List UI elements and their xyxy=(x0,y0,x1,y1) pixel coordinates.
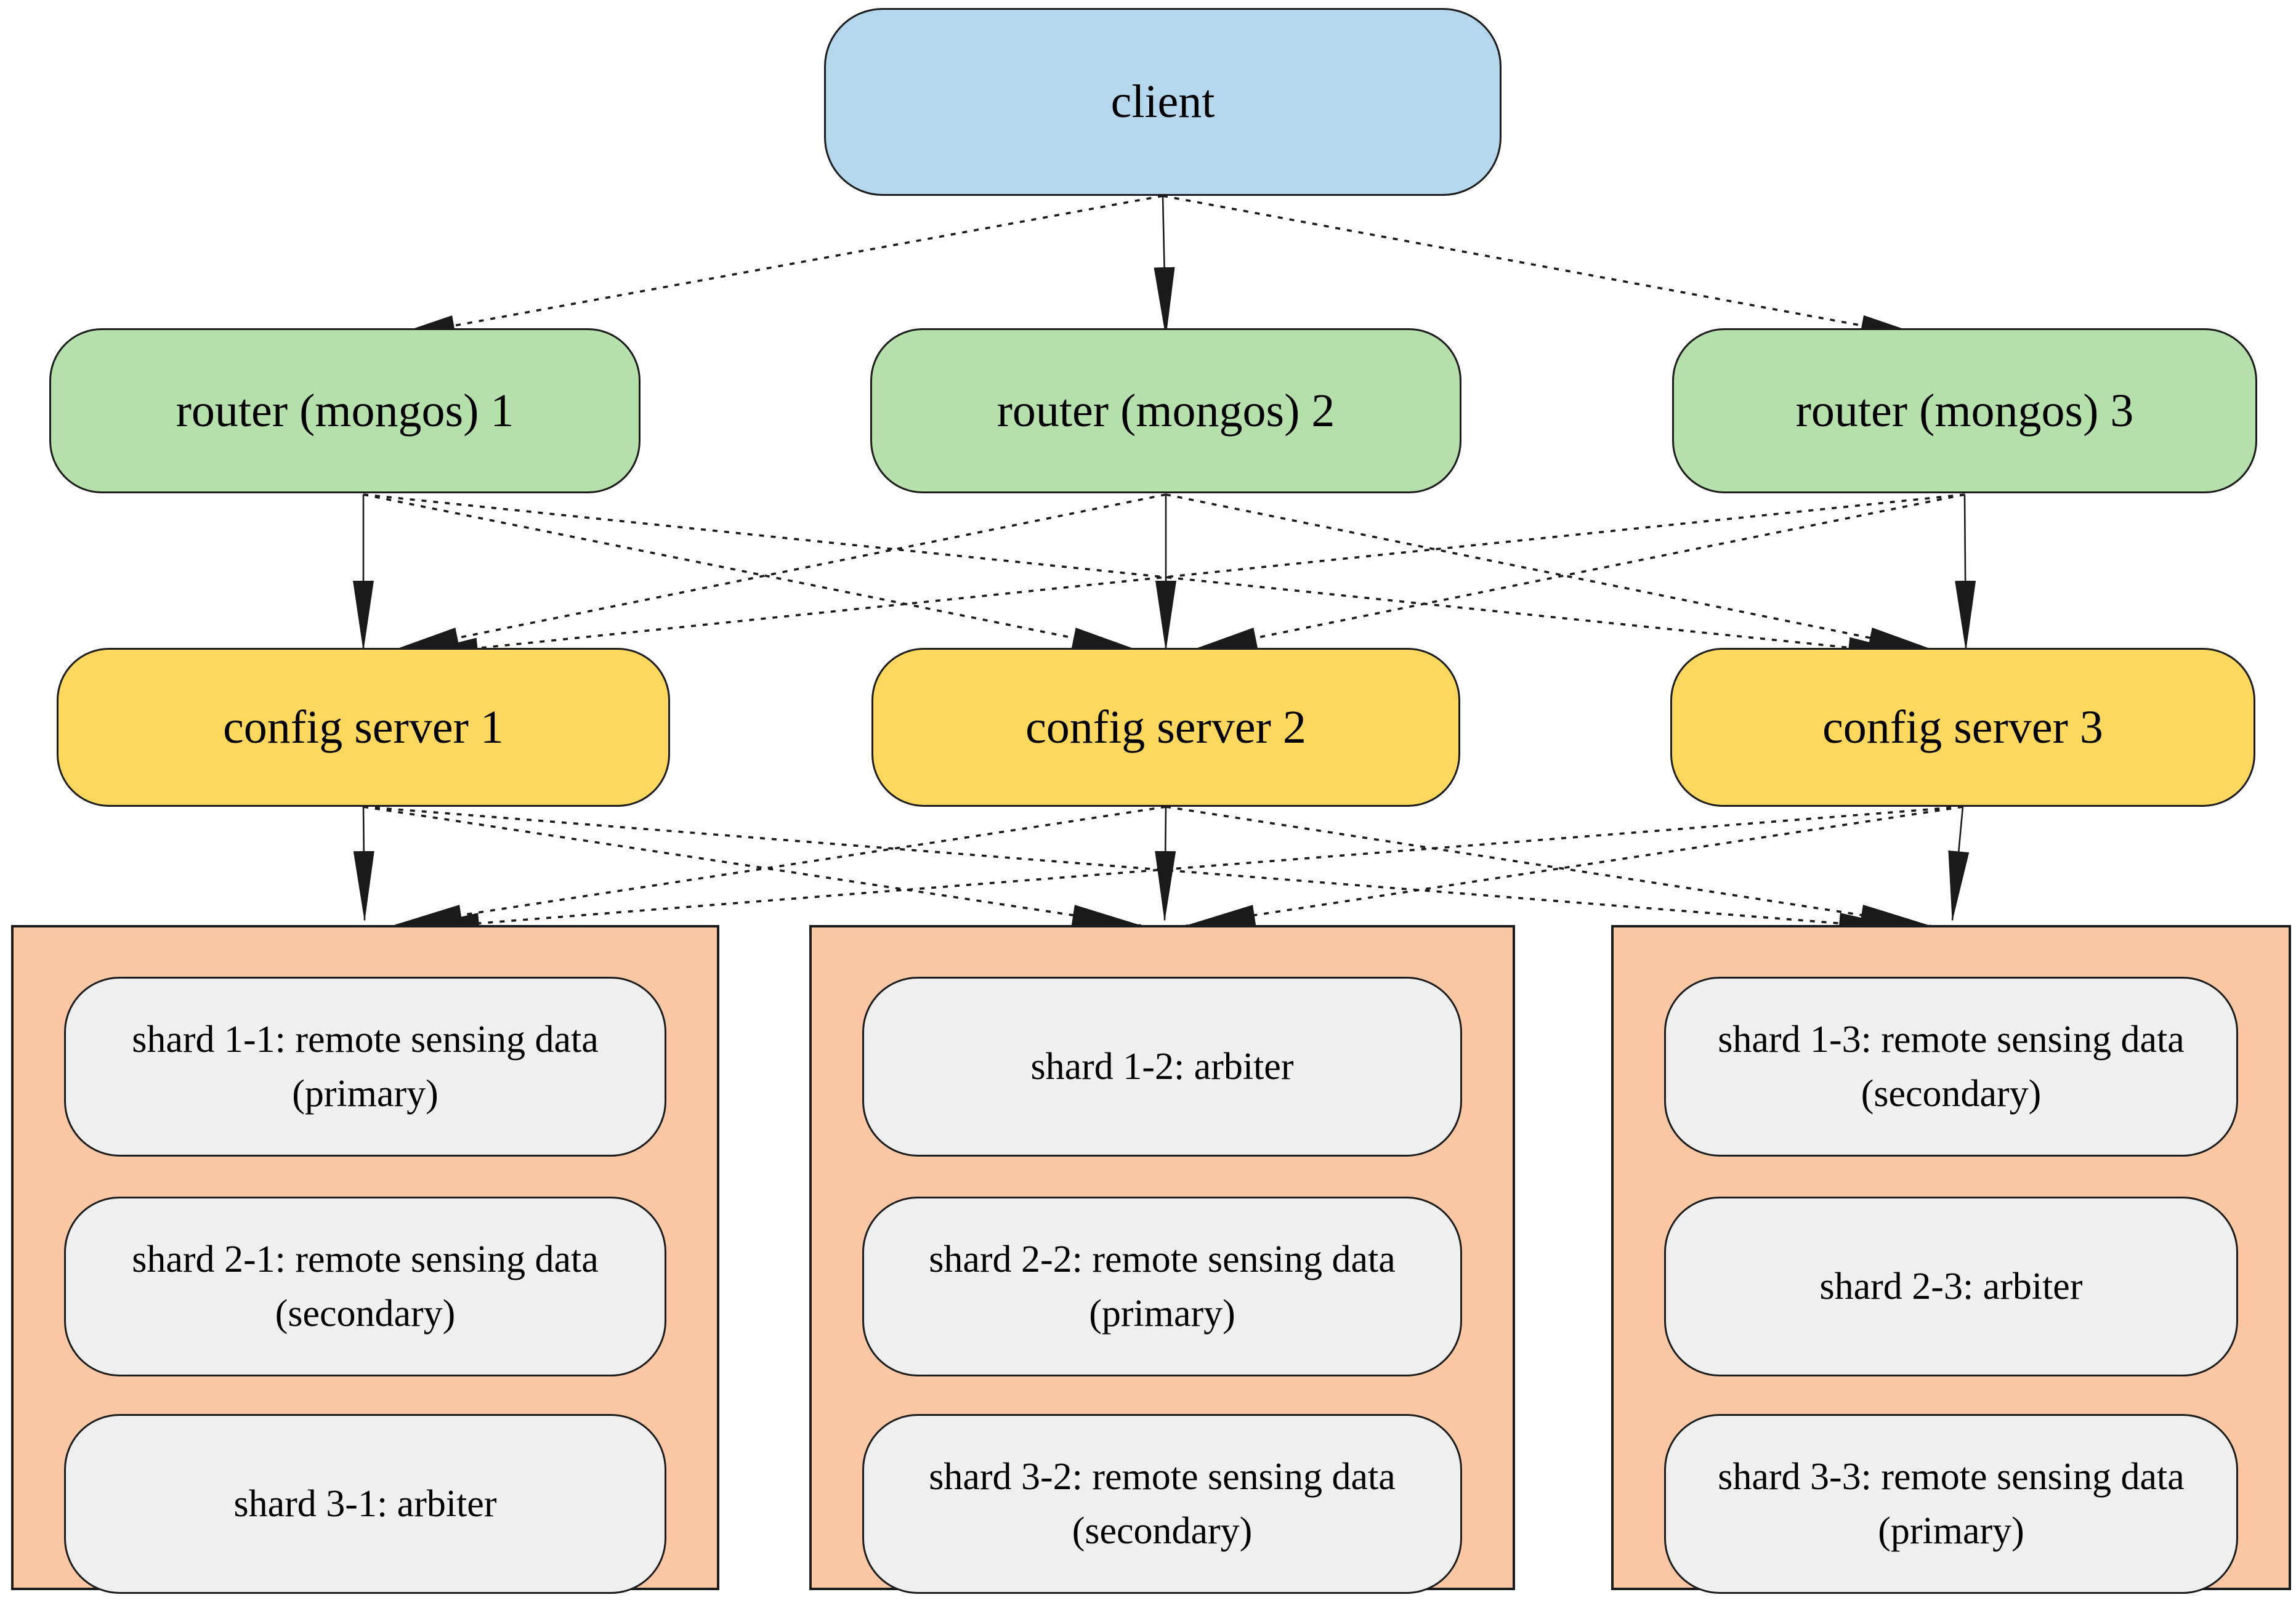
arrow-router-3-to-config-1 xyxy=(407,493,1965,659)
arrow-config-1-to-shards-2 xyxy=(363,806,1143,927)
arrow-router-1-to-config-3 xyxy=(363,493,1919,658)
shard-2-2-label: shard 2-2: remote sensing data (primary) xyxy=(929,1238,1396,1335)
shard-3-3-label: shard 3-3: remote sensing data (primary) xyxy=(1718,1455,2185,1552)
config-server-node-3: config server 3 xyxy=(1670,648,2255,807)
shard-node-2-1: shard 2-1: remote sensing data (secondar… xyxy=(64,1197,666,1376)
arrow-router-3-to-config-2 xyxy=(1186,493,1965,653)
config-server-1-label: config server 1 xyxy=(223,701,504,753)
arrow-client-to-router-2 xyxy=(1154,195,1175,338)
arrow-router-2-to-config-1 xyxy=(388,493,1166,653)
shard-1-1-label: shard 1-1: remote sensing data (primary) xyxy=(132,1018,599,1115)
arrow-router-2-to-config-3 xyxy=(1165,493,1939,653)
arrow-config-3-to-shards-3 xyxy=(1948,806,1970,922)
shard-2-3-label: shard 2-3: arbiter xyxy=(1819,1265,2083,1307)
shard-3-1-label: shard 3-1: arbiter xyxy=(233,1482,497,1525)
config-server-3-label: config server 3 xyxy=(1822,701,2103,753)
arrow-router-3-to-config-3 xyxy=(1955,494,1976,652)
shard-node-2-3: shard 2-3: arbiter xyxy=(1664,1197,2238,1376)
arrow-config-1-to-shards-1 xyxy=(353,806,374,922)
router-node-1: router (mongos) 1 xyxy=(49,328,641,493)
config-server-node-2: config server 2 xyxy=(871,648,1460,807)
arrow-client-to-router-3 xyxy=(1162,195,1931,339)
config-server-2-label: config server 2 xyxy=(1025,701,1306,753)
shard-node-1-3: shard 1-3: remote sensing data (secondar… xyxy=(1664,977,2238,1157)
shard-group-2: shard 1-2: arbiter shard 2-2: remote sen… xyxy=(809,925,1515,1594)
arrow-config-2-to-shards-1 xyxy=(391,806,1166,927)
shard-3-2-label: shard 3-2: remote sensing data (secondar… xyxy=(929,1455,1396,1552)
shard-group-1: shard 1-1: remote sensing data (primary)… xyxy=(11,925,719,1594)
shard-1-2-label: shard 1-2: arbiter xyxy=(1030,1045,1294,1088)
arrow-config-2-to-shards-3 xyxy=(1165,806,1931,927)
arrow-config-3-to-shards-1 xyxy=(408,806,1963,934)
shard-group-3: shard 1-3: remote sensing data (secondar… xyxy=(1611,925,2291,1594)
arrow-client-to-router-1 xyxy=(384,195,1163,339)
client-node: client xyxy=(824,8,1502,196)
router-2-label: router (mongos) 2 xyxy=(996,384,1335,437)
router-node-2: router (mongos) 2 xyxy=(870,328,1461,493)
shard-node-3-2: shard 3-2: remote sensing data (secondar… xyxy=(862,1414,1462,1594)
shard-node-1-2: shard 1-2: arbiter xyxy=(862,977,1462,1157)
router-1-label: router (mongos) 1 xyxy=(176,384,514,437)
router-3-label: router (mongos) 3 xyxy=(1795,384,2134,437)
shard-2-1-label: shard 2-1: remote sensing data (secondar… xyxy=(132,1238,599,1335)
arrow-config-2-to-shards-2 xyxy=(1155,806,1176,922)
shard-node-3-1: shard 3-1: arbiter xyxy=(64,1414,666,1594)
config-server-node-1: config server 1 xyxy=(57,648,670,807)
arrow-config-1-to-shards-3 xyxy=(363,806,1910,934)
shard-node-1-1: shard 1-1: remote sensing data (primary) xyxy=(64,977,666,1157)
shard-1-3-label: shard 1-3: remote sensing data (secondar… xyxy=(1718,1018,2185,1115)
shard-node-3-3: shard 3-3: remote sensing data (primary) xyxy=(1664,1414,2238,1594)
arrow-router-1-to-config-2 xyxy=(363,493,1143,653)
shard-node-2-2: shard 2-2: remote sensing data (primary) xyxy=(862,1197,1462,1376)
arrow-config-3-to-shards-2 xyxy=(1184,806,1963,927)
client-label: client xyxy=(1110,76,1215,127)
router-node-3: router (mongos) 3 xyxy=(1672,328,2257,493)
